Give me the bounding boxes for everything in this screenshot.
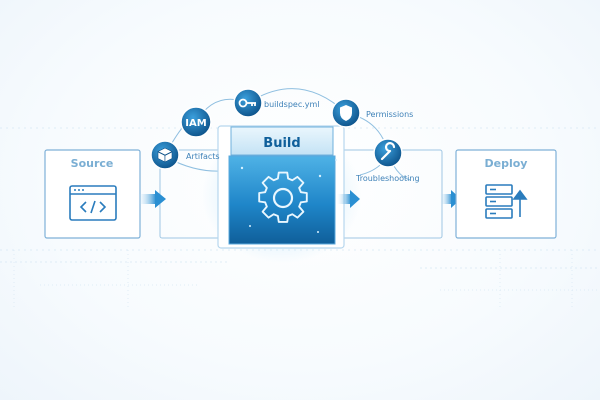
permissions-label: Permissions: [366, 110, 413, 119]
buildspec-label: buildspec.yml: [264, 100, 320, 109]
troubleshooting-node[interactable]: Troubleshooting: [355, 139, 420, 183]
source-stage[interactable]: Source: [45, 150, 140, 238]
source-title: Source: [71, 157, 114, 170]
artifacts-node[interactable]: Artifacts: [151, 141, 220, 169]
buildspec-node[interactable]: buildspec.yml: [234, 89, 320, 117]
arrow-source-to-build: [138, 190, 166, 208]
troubleshooting-label: Troubleshooting: [355, 174, 420, 183]
deploy-title: Deploy: [485, 157, 528, 170]
iam-node[interactable]: IAM: [181, 107, 211, 137]
artifacts-label: Artifacts: [186, 152, 220, 161]
permissions-node[interactable]: Permissions: [332, 99, 413, 127]
iam-label: IAM: [185, 118, 206, 129]
deploy-stage[interactable]: Deploy: [456, 150, 556, 238]
build-title: Build: [263, 136, 300, 151]
